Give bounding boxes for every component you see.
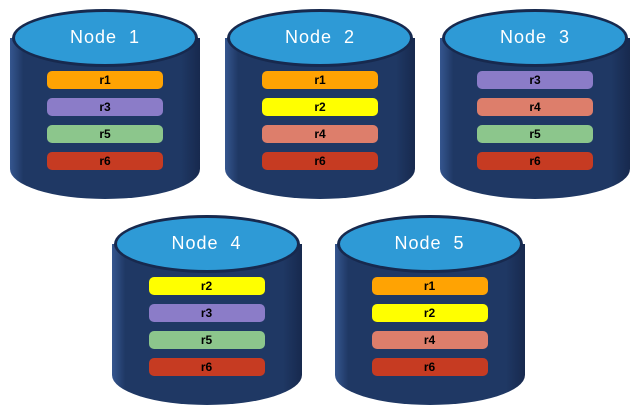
replica-bar: r6 (477, 152, 593, 170)
replica-list: r1 r3 r5 r6 (10, 71, 200, 170)
replica-bar: r4 (477, 98, 593, 116)
database-node: Node 1 r1 r3 r5 r6 (10, 7, 200, 199)
node-label: Node 5 (394, 233, 465, 253)
replica-bar: r2 (371, 304, 488, 322)
replica-list: r1 r2 r4 r6 (225, 71, 415, 170)
database-node: Node 4 r2 r3 r5 r6 (111, 213, 302, 405)
cylinder-top-ellipse (442, 9, 628, 67)
replica-bar: r6 (47, 152, 163, 170)
replica-list: r1 r2 r4 r6 (335, 277, 525, 376)
cylinder-top-ellipse (12, 9, 198, 67)
node-label: Node 4 (171, 233, 242, 253)
replica-list: r3 r4 r5 r6 (440, 71, 630, 170)
replica-bar: r1 (371, 277, 488, 295)
node-row-top: Node 1 r1 r3 r5 r6 Node 2 r1 r2 r4 r6 Node 3 r… (0, 0, 636, 199)
replica-bar: r5 (47, 125, 163, 143)
database-node: Node 5 r1 r2 r4 r6 (334, 213, 525, 405)
cylinder-top-ellipse (113, 215, 300, 273)
node-row-bottom: Node 4 r2 r3 r5 r6 Node 5 r1 r2 r4 r6 (0, 213, 636, 405)
node-label: Node 3 (499, 27, 571, 47)
node-label: Node 1 (69, 27, 141, 47)
replica-bar: r1 (47, 71, 163, 89)
replica-bar: r3 (148, 304, 265, 322)
replica-bar: r6 (371, 358, 488, 376)
replica-bar: r6 (148, 358, 265, 376)
replica-bar: r6 (262, 152, 378, 170)
replica-bar: r3 (477, 71, 593, 89)
replica-bar: r2 (262, 98, 378, 116)
replica-bar: r4 (371, 331, 488, 349)
replica-bar: r1 (262, 71, 378, 89)
replica-bar: r2 (148, 277, 265, 295)
replica-bar: r4 (262, 125, 378, 143)
database-node: Node 3 r3 r4 r5 r6 (440, 7, 630, 199)
cylinder-top-ellipse (336, 215, 523, 273)
replica-bar: r5 (148, 331, 265, 349)
replica-bar: r5 (477, 125, 593, 143)
replica-list: r2 r3 r5 r6 (112, 277, 302, 376)
node-label: Node 2 (284, 27, 356, 47)
replica-bar: r3 (47, 98, 163, 116)
database-node: Node 2 r1 r2 r4 r6 (225, 7, 415, 199)
cylinder-top-ellipse (227, 9, 413, 67)
